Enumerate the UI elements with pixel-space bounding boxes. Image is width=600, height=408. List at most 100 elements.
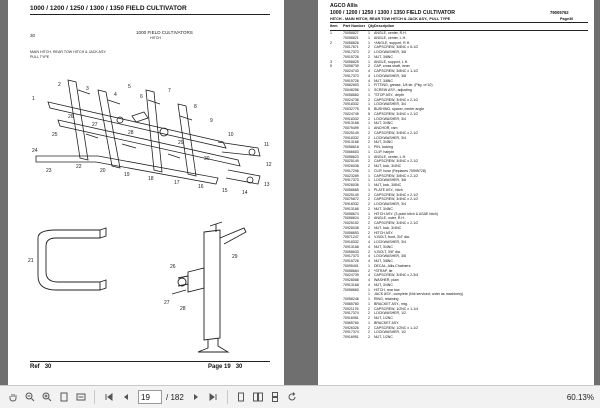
description-cell: NUT, 3/4NC — [374, 206, 393, 211]
callout-17: 17 — [174, 180, 180, 186]
jack-callout-26: 26 — [170, 264, 176, 270]
part-number-cell: 70058821 — [343, 35, 359, 40]
qty-cell: 2 — [368, 216, 370, 221]
part-number-cell: 70916951 — [343, 335, 359, 339]
callout-9: 9 — [210, 118, 213, 124]
callout-11: 11 — [264, 142, 269, 148]
figure-subtitle-2: PULL TYPE — [30, 55, 50, 59]
two-page-icon — [253, 392, 264, 402]
description-cell: ANGLE, support, L.H. — [374, 59, 409, 64]
description-cell: HITCH ASY. — [374, 230, 394, 235]
qty-cell: 2 — [368, 135, 370, 140]
description-cell: LOCKWASHER, 3/8 — [374, 254, 406, 259]
next-page-button[interactable] — [188, 389, 205, 406]
callout-6: 6 — [140, 94, 143, 100]
part-number-cell: 70058246 — [343, 297, 359, 301]
description-cell: CAPSCREW, 3/4NC x 2-3/4 — [374, 273, 419, 278]
part-number-cell: 70928036 — [343, 183, 359, 187]
toolbar-zoom-out-button[interactable] — [21, 389, 38, 406]
page-number-input[interactable] — [138, 390, 162, 404]
description-cell: PIN, locking — [374, 145, 393, 149]
hand-icon — [9, 394, 16, 402]
callout-3: 3 — [86, 86, 89, 92]
description-cell: V-BOLT, 3/8" dia. — [374, 249, 401, 254]
part-number-cell: 70928038 — [343, 164, 359, 168]
callout-13: 13 — [264, 182, 270, 188]
part-number-cell: 70926326 — [343, 325, 359, 330]
figure-subtitle: MAIN HITCH, REAR TOW HITCH & JACK ASY. — [30, 50, 107, 54]
toolbar-separator — [226, 390, 228, 404]
part-number-cell: 70928038 — [343, 225, 359, 230]
page-number: 19 — [224, 364, 231, 370]
description-cell: NUT, 3/4NC — [374, 121, 393, 126]
callout-20: 20 — [100, 168, 106, 174]
first-page-button[interactable] — [100, 389, 117, 406]
part-number-cell: 70058618 — [343, 145, 359, 149]
toolbar-fit-width-button[interactable] — [72, 389, 89, 406]
qty-cell: 4 — [368, 273, 370, 278]
qty-cell: 2 — [368, 268, 370, 273]
part-number-cell: 70058827 — [343, 31, 359, 35]
toolbar-fit-page-button[interactable] — [55, 389, 72, 406]
single-page-view-button[interactable] — [233, 389, 250, 406]
zoom-level[interactable]: 60.13% — [566, 392, 594, 402]
two-page-view-button[interactable] — [250, 389, 267, 406]
qty-cell: 1 — [368, 31, 370, 35]
qty-cell: 2 — [368, 197, 370, 202]
left-page: 1000 / 1200 / 1250 / 1300 / 1350 FIELD C… — [8, 0, 284, 385]
continuous-view-button[interactable] — [267, 389, 284, 406]
part-number-cell: 70916951 — [343, 316, 359, 320]
toolbar-zoom-in-button[interactable] — [38, 389, 55, 406]
description-cell: LOCKWASHER, 3/4 — [374, 135, 406, 140]
description-cell: CAPSCREW, 3/4NC x 2-1/2 — [374, 192, 419, 197]
right-page: AGCO Allis 1000 / 1200 / 1250 / 1300 / 1… — [318, 0, 594, 385]
qty-cell: 1 — [368, 102, 370, 107]
qty-cell: 1 — [368, 145, 370, 149]
part-number-cell: 70048256 — [343, 88, 359, 92]
prev-page-button[interactable] — [117, 389, 134, 406]
part-number-cell: 70918332 — [343, 116, 359, 121]
table-row: 70058618 1 PIN, locking — [330, 145, 588, 150]
chevron-right-icon — [194, 394, 199, 400]
part-number-cell: 70058739 — [343, 64, 359, 69]
callout-30: 30 — [204, 156, 210, 162]
description-cell: *ANGLE, support, R.H. — [374, 40, 411, 45]
title-rule — [30, 14, 270, 15]
part-number-cell: 70075499 — [343, 126, 359, 130]
ref-value: 30 — [44, 364, 52, 370]
callout-21: 21 — [28, 258, 34, 264]
description-cell: PLATE ASY., hitch — [374, 187, 403, 192]
part-number-cell: 70025149 — [343, 159, 359, 164]
qty-cell: 5 — [368, 107, 370, 111]
qty-cell: 2 — [368, 116, 370, 121]
page-total: / 182 — [166, 392, 184, 402]
description-cell: CAPSCREW, 3/4NC x 2-1/2 — [374, 111, 419, 116]
part-number-cell: 70058660 — [343, 287, 359, 292]
chevron-left-icon — [123, 394, 128, 400]
last-page-button[interactable] — [205, 389, 222, 406]
part-number-cell: 70032775 — [343, 107, 359, 111]
part-number-cell: 70913168 — [343, 206, 359, 211]
toolbar-hand-button[interactable] — [4, 389, 21, 406]
catalog-code: 79005762 — [550, 10, 569, 15]
qty-cell: 1 — [368, 292, 370, 297]
qty-cell: 2 — [368, 130, 370, 135]
rotate-button[interactable] — [284, 389, 301, 406]
qty-cell: 1 — [368, 178, 370, 183]
description-cell: ANGLE, center, L.H. — [374, 35, 407, 40]
